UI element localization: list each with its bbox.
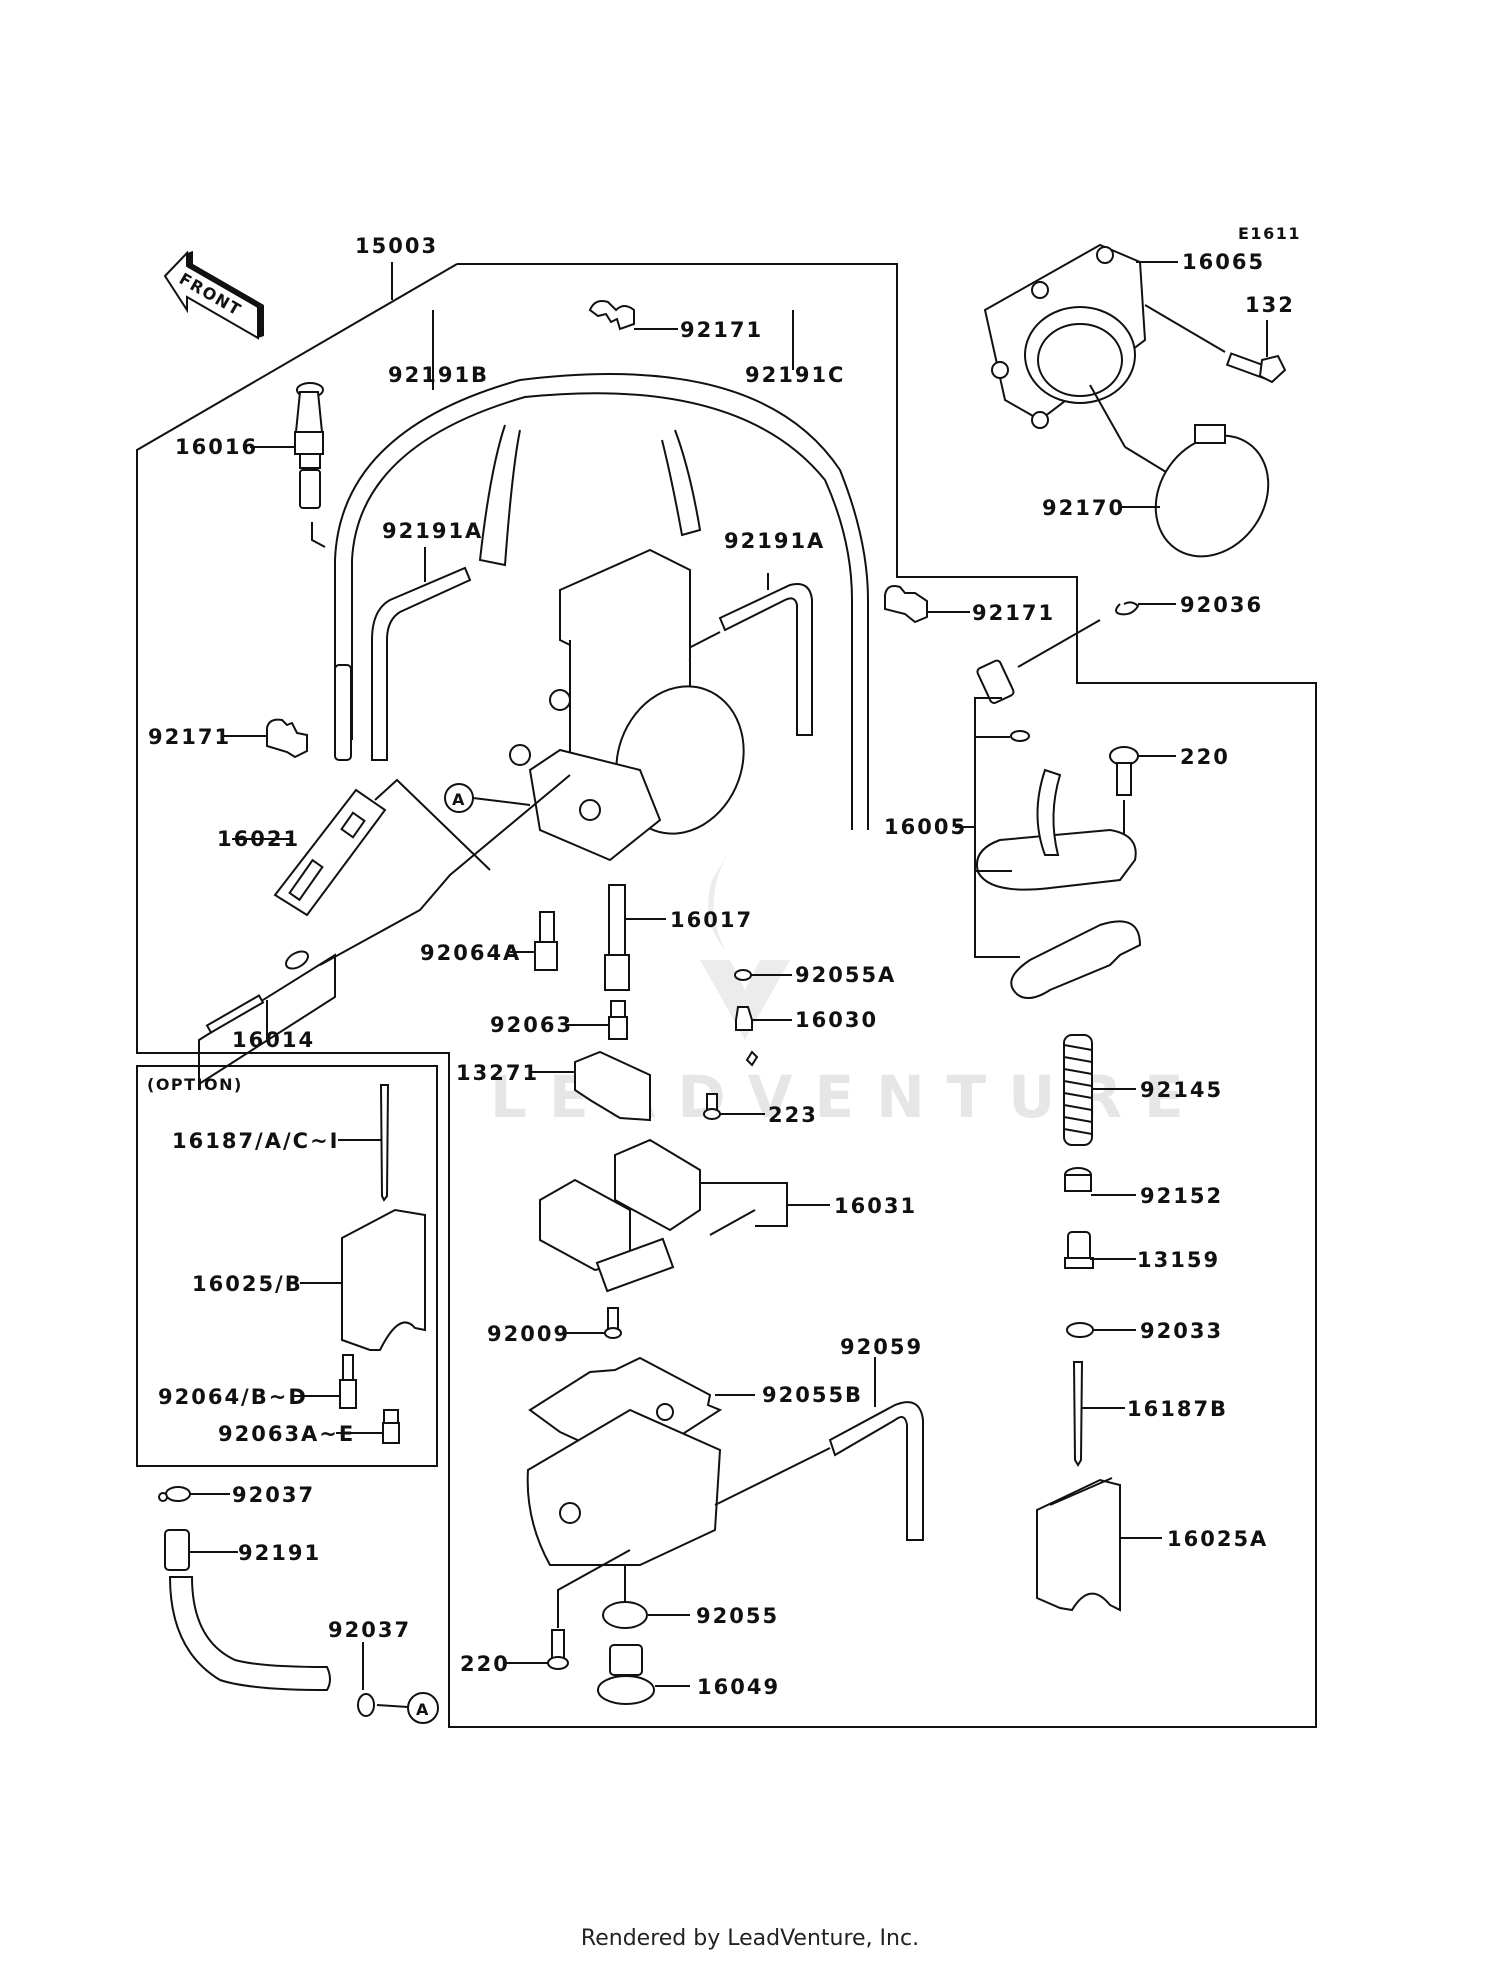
label-13271[interactable]: 13271: [456, 1061, 539, 1085]
option-jet-needle: [338, 1084, 390, 1202]
hose-clamp-92037-top: [158, 1486, 230, 1502]
label-92191A-right[interactable]: 92191A: [724, 529, 825, 553]
cable-holder-92152: [1064, 1167, 1136, 1196]
vent-hoses-92191B-92191C: [334, 310, 869, 830]
ref-marker-a-bottom: A: [376, 1692, 439, 1724]
clamp-92170: [1089, 384, 1270, 558]
fuel-hose-92191: [164, 1529, 331, 1692]
label-16014[interactable]: 16014: [232, 1028, 315, 1052]
label-92064A[interactable]: 92064A: [420, 941, 521, 965]
label-92037-bottom[interactable]: 92037: [328, 1618, 411, 1642]
svg-text:A: A: [416, 1700, 430, 1719]
label-92033[interactable]: 92033: [1140, 1319, 1223, 1343]
choke-plunger-16016: [250, 382, 326, 548]
diagram-code: E1611: [1238, 224, 1301, 243]
label-92171-left[interactable]: 92171: [148, 725, 231, 749]
label-16025-option[interactable]: 16025/B: [192, 1272, 303, 1296]
label-13159[interactable]: 13159: [1137, 1248, 1220, 1272]
screw-220-top: [1109, 746, 1176, 835]
intake-manifold-16065: [983, 243, 1178, 429]
float-bowl: [526, 1403, 722, 1566]
front-arrow-icon: FRONT: [163, 250, 264, 340]
option-main-jet: [336, 1409, 400, 1444]
drain-plug-16049: [597, 1644, 690, 1705]
label-92171-right[interactable]: 92171: [972, 601, 1055, 625]
label-16025A[interactable]: 16025A: [1167, 1527, 1268, 1551]
label-92191B[interactable]: 92191B: [388, 363, 489, 387]
hose-92191A-left: [334, 547, 472, 761]
o-ring-92055A: [734, 969, 792, 981]
label-92036[interactable]: 92036: [1180, 593, 1263, 617]
air-screw-16014: [198, 774, 571, 1086]
label-92009[interactable]: 92009: [487, 1322, 570, 1346]
label-92170[interactable]: 92170: [1042, 496, 1125, 520]
assembly-outline-15003: [136, 262, 1317, 1728]
circlip-92036: [1017, 601, 1176, 668]
label-92063-option[interactable]: 92063A~E: [218, 1422, 355, 1446]
label-16017[interactable]: 16017: [670, 908, 753, 932]
clip-92171-right: [884, 585, 970, 624]
label-92063[interactable]: 92063: [490, 1013, 573, 1037]
screw-92009: [565, 1307, 622, 1339]
ref-marker-a-top: A: [444, 783, 531, 813]
label-92171-top[interactable]: 92171: [680, 318, 763, 342]
hose-92059: [714, 1357, 924, 1541]
option-box-title: (OPTION): [147, 1075, 243, 1094]
spring-92145: [1063, 1034, 1136, 1146]
label-92191[interactable]: 92191: [238, 1541, 321, 1565]
label-16065[interactable]: 16065: [1182, 250, 1265, 274]
throttle-valve-16025A: [1036, 1477, 1162, 1612]
label-16021[interactable]: 16021: [217, 827, 300, 851]
screw-220-bottom: [505, 1549, 631, 1670]
label-92191C[interactable]: 92191C: [745, 363, 845, 387]
option-throttle-valve: [300, 1208, 426, 1351]
label-16187-option[interactable]: 16187/A/C~I: [172, 1129, 339, 1153]
clip-92171-left: [222, 718, 308, 759]
label-16005[interactable]: 16005: [884, 815, 967, 839]
part-labels: 15003 16065 132 92171 92191B 92191C 1601…: [148, 234, 1295, 1699]
svg-text:A: A: [452, 790, 466, 809]
label-92055A[interactable]: 92055A: [795, 963, 896, 987]
carburetor-body: [509, 548, 745, 862]
label-15003[interactable]: 15003: [355, 234, 438, 258]
label-223[interactable]: 223: [768, 1103, 818, 1127]
baffle-13271: [531, 1050, 651, 1122]
top-cap-assembly-16005: [955, 659, 1142, 1000]
option-pilot-jet: [294, 1354, 357, 1409]
label-92055B[interactable]: 92055B: [762, 1383, 863, 1407]
label-16049[interactable]: 16049: [697, 1675, 780, 1699]
label-16187B[interactable]: 16187B: [1127, 1397, 1228, 1421]
label-92064-option[interactable]: 92064/B~D: [158, 1385, 308, 1409]
label-16016[interactable]: 16016: [175, 435, 258, 459]
o-ring-92055: [602, 1565, 690, 1629]
footer-credit: Rendered by LeadVenture, Inc.: [580, 1926, 920, 1951]
label-92055[interactable]: 92055: [696, 1604, 779, 1628]
bolt-132: [1144, 304, 1287, 384]
label-92037-top[interactable]: 92037: [232, 1483, 315, 1507]
jet-needle-16187B: [1072, 1361, 1125, 1467]
label-92059[interactable]: 92059: [840, 1335, 923, 1359]
label-132[interactable]: 132: [1245, 293, 1295, 317]
needle-holder-13159: [1064, 1231, 1136, 1269]
clip-92171-top: [588, 300, 678, 331]
label-92191A-left[interactable]: 92191A: [382, 519, 483, 543]
pilot-jet-92064A: [510, 911, 558, 971]
label-92145[interactable]: 92145: [1140, 1078, 1223, 1102]
label-220-bottom[interactable]: 220: [460, 1652, 510, 1676]
float-valve-16030: [735, 1006, 792, 1067]
label-92152[interactable]: 92152: [1140, 1184, 1223, 1208]
label-16031[interactable]: 16031: [834, 1194, 917, 1218]
option-box: [136, 1065, 438, 1467]
hose-clamp-92037-bottom: [357, 1642, 375, 1717]
float-16031: [539, 1138, 830, 1293]
screw-set-16021: [232, 778, 491, 917]
needle-jet-16017: [604, 884, 666, 991]
label-16030[interactable]: 16030: [795, 1008, 878, 1032]
label-220-top[interactable]: 220: [1180, 745, 1230, 769]
screw-223: [703, 1093, 765, 1120]
main-jet-92063: [565, 1000, 628, 1040]
clip-92033: [1066, 1322, 1136, 1338]
